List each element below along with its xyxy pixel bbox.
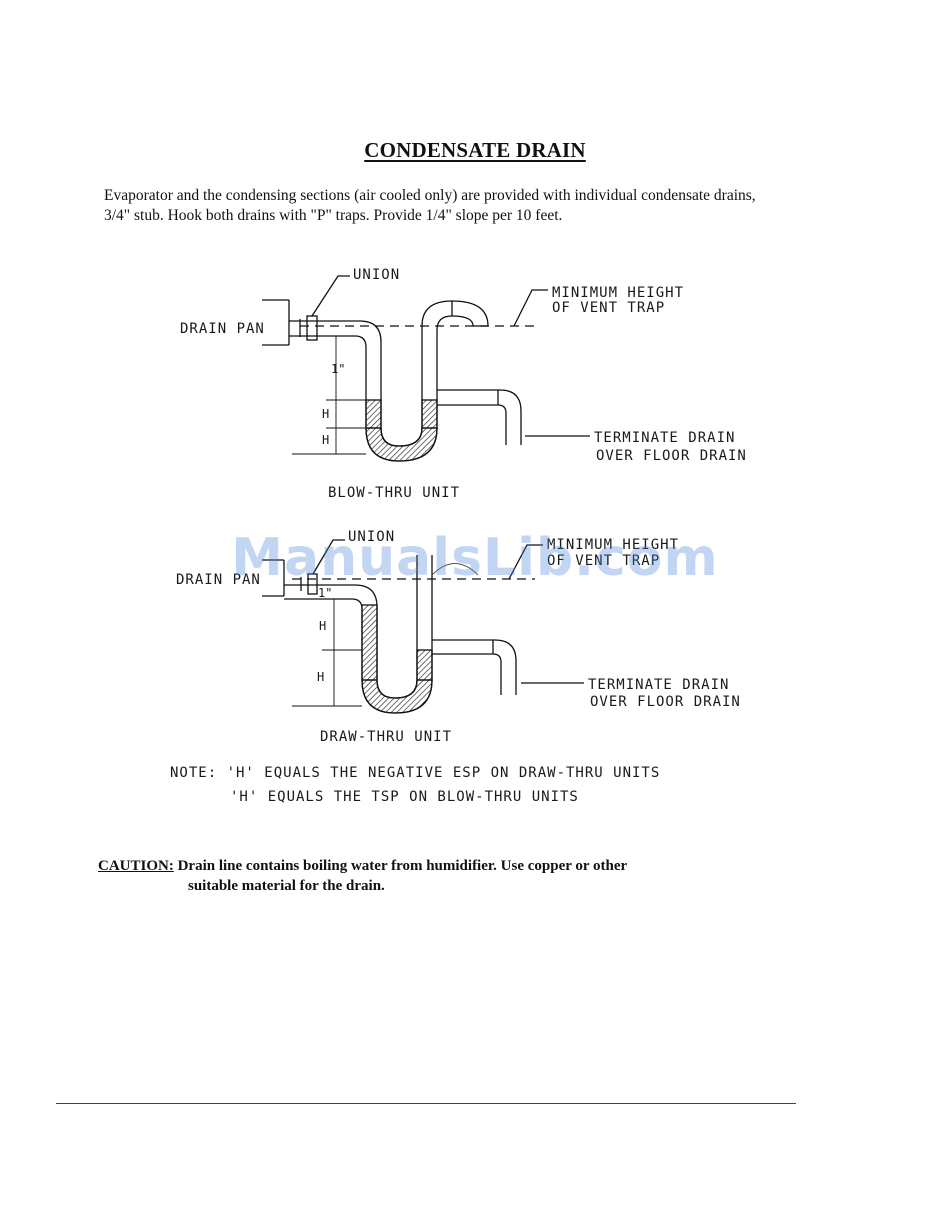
draw-vent-label-2: OF VENT TRAP [547,553,661,569]
draw-terminate-label-2: OVER FLOOR DRAIN [590,694,741,710]
blow-thru-diagram [262,275,590,462]
blow-dim-h1: H [322,407,330,421]
intro-paragraph: Evaporator and the condensing sections (… [104,186,854,226]
caution-line-1: CAUTION: Drain line contains boiling wat… [98,856,798,876]
caution-label: CAUTION: [98,858,174,874]
blow-dim-1in: 1" [331,362,346,376]
caution-line-2: suitable material for the drain. [188,878,385,894]
note-line-1: NOTE: 'H' EQUALS THE NEGATIVE ESP ON DRA… [170,765,661,781]
blow-terminate-label-2: OVER FLOOR DRAIN [596,448,747,464]
blow-vent-label-2: OF VENT TRAP [552,300,666,316]
draw-drain-pan-label: DRAIN PAN [176,572,261,588]
draw-thru-caption: DRAW-THRU UNIT [320,729,453,745]
note-line-2: 'H' EQUALS THE TSP ON BLOW-THRU UNITS [230,789,579,805]
blow-thru-caption: BLOW-THRU UNIT [328,485,461,501]
draw-dim-h1: H [319,619,327,633]
blow-union-label: UNION [353,267,401,283]
draw-dim-1in: 1" [318,586,333,600]
blow-trap-water [365,427,438,462]
draw-drain-pan [262,559,285,597]
footer-rule [56,1103,796,1104]
draw-terminate-label-1: TERMINATE DRAIN [588,677,730,693]
intro-line-2: 3/4" stub. Hook both drains with "P" tra… [104,207,563,224]
blow-drain-pan [262,299,290,346]
blow-terminate-label-1: TERMINATE DRAIN [594,430,736,446]
draw-union-fitting [307,573,318,595]
blow-dim-h2: H [322,433,330,447]
draw-vent-label-1: MINIMUM HEIGHT [547,537,680,553]
draw-trap-water [361,679,433,714]
draw-dim-h2: H [317,670,325,684]
draw-union-label: UNION [348,529,396,545]
caution-block: CAUTION: Drain line contains boiling wat… [98,856,798,896]
page-title: CONDENSATE DRAIN [364,138,586,162]
watermark: ManualsLib.com [231,528,719,588]
blow-vent-label-1: MINIMUM HEIGHT [552,285,685,301]
intro-line-1: Evaporator and the condensing sections (… [104,187,756,204]
blow-drain-pan-label: DRAIN PAN [180,321,265,337]
draw-thru-diagram [262,539,584,714]
caution-text-1: Drain line contains boiling water from h… [173,858,628,874]
